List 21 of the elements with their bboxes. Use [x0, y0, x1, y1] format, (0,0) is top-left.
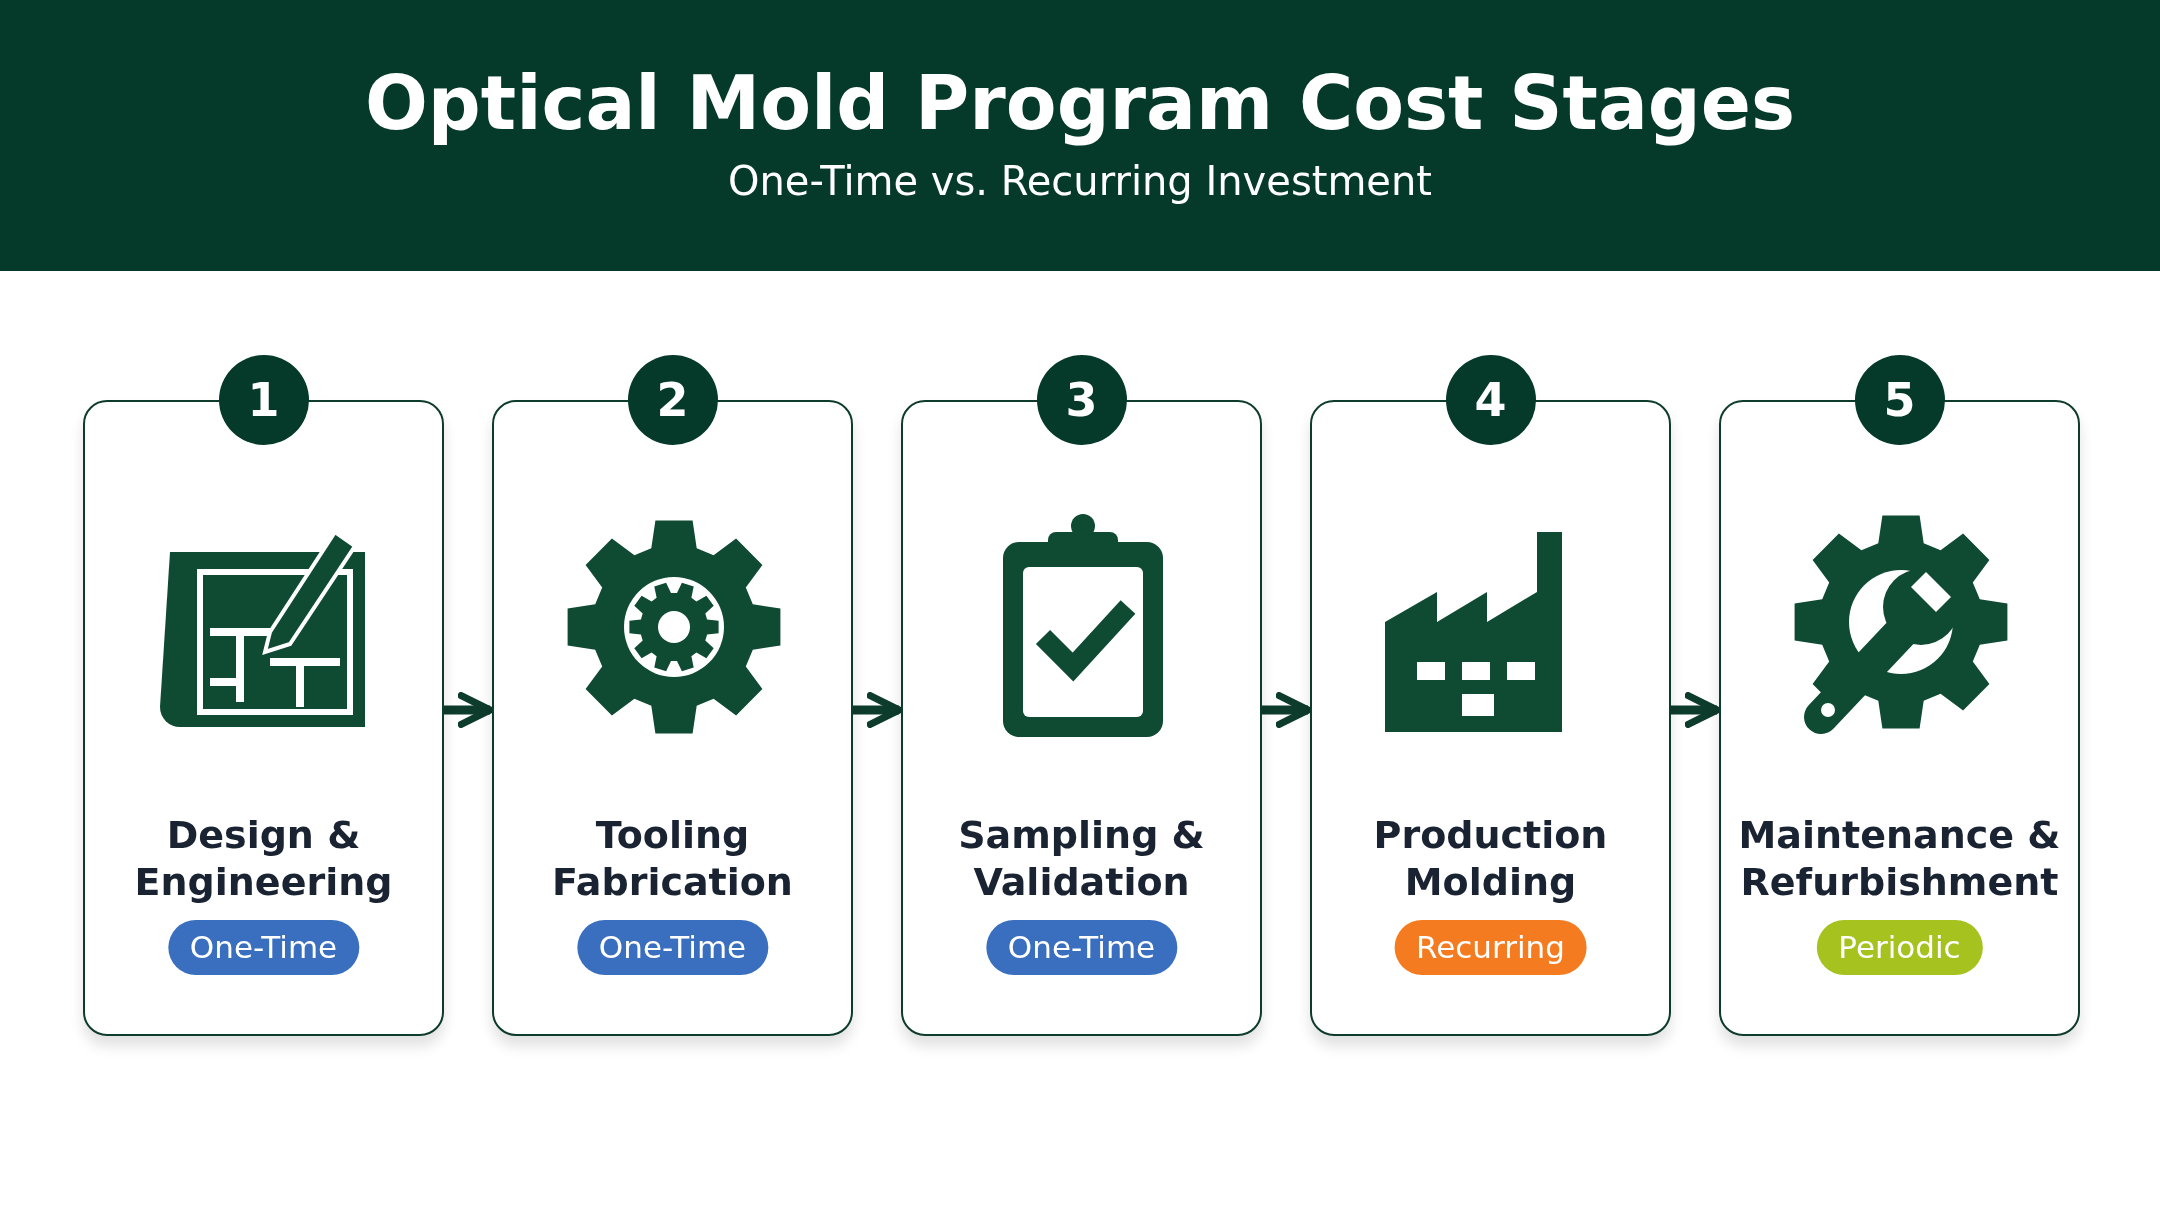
cost-type-badge: Recurring: [1394, 920, 1587, 975]
arrow: [1669, 692, 1721, 728]
step-number: 2: [627, 355, 718, 445]
arrow: [851, 692, 903, 728]
step-number: 1: [218, 355, 309, 445]
cost-type-badge: One-Time: [576, 920, 769, 975]
subtitle: One-Time vs. Recurring Investment: [728, 158, 1432, 204]
cost-type-badge: One-Time: [985, 920, 1178, 975]
stage-title: Sampling & Validation: [957, 812, 1206, 906]
step-number: 4: [1445, 355, 1536, 445]
stage-title: Production Molding: [1372, 812, 1609, 906]
arrow: [1260, 692, 1312, 728]
cost-type-badge: Periodic: [1816, 920, 1983, 975]
arrow: [442, 692, 494, 728]
step-number: 5: [1854, 355, 1945, 445]
stage-title: Maintenance & Refurbishment: [1737, 812, 2062, 906]
stage-title: Tooling Fabrication: [551, 812, 794, 906]
title: Optical Mold Program Cost Stages: [364, 60, 1796, 146]
step-number: 3: [1036, 355, 1127, 445]
cost-type-badge: One-Time: [167, 920, 360, 975]
stage-title: Design & Engineering: [133, 812, 394, 906]
